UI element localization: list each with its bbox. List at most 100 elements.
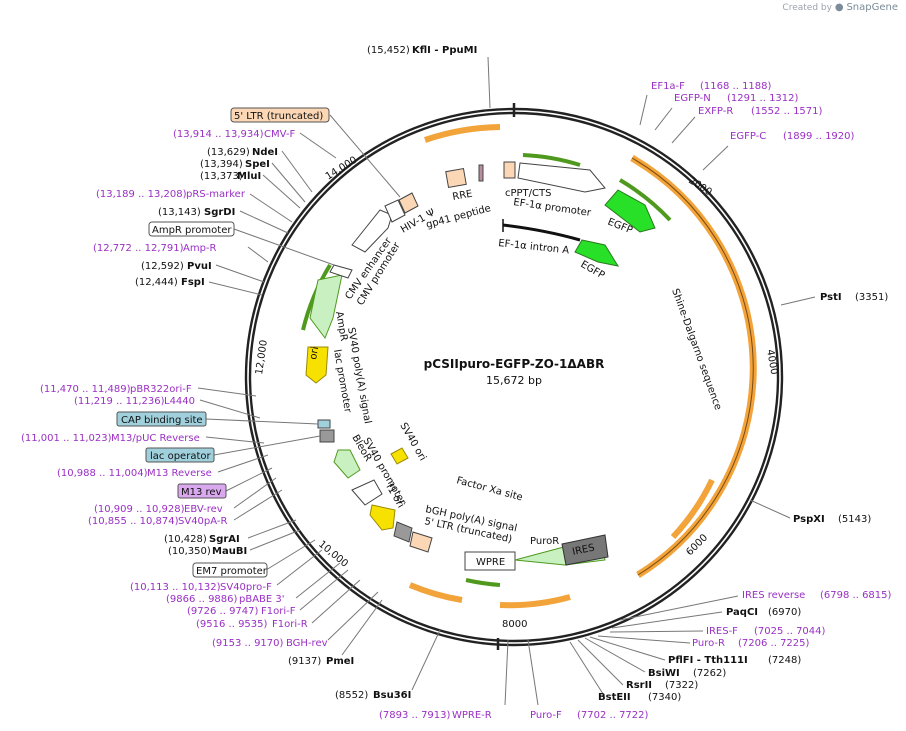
feature-label-cppt: cPPT/CTS	[505, 188, 551, 199]
site-name-mlui: MluI	[237, 171, 261, 182]
site-pos-puror: (7206 .. 7225)	[738, 638, 810, 649]
leader-l4440	[199, 399, 261, 419]
leader-paqci	[611, 611, 723, 629]
site-name-iresf: IRES-F	[706, 626, 738, 637]
leader-psti	[780, 296, 816, 306]
leader-ampr	[247, 246, 269, 263]
plasmid-size: 15,672 bp	[486, 374, 542, 387]
leader-sgrai	[247, 519, 297, 539]
site-pos-sv40prof: (10,113 .. 10,132)	[130, 582, 221, 593]
label-lac-operator: lac operator	[150, 451, 211, 462]
site-pos-l4440: (11,219 .. 11,236)	[74, 396, 165, 407]
lac-operator-box	[319, 429, 335, 443]
site-name-wprer: WPRE-R	[452, 710, 492, 721]
leader-m13puc	[205, 436, 265, 444]
leader-m13rev	[225, 467, 273, 492]
snapgene-branding: Created by ● SnapGene	[782, 2, 898, 13]
leader-rsrii	[577, 639, 624, 686]
site-name-ampr: Amp-R	[183, 243, 217, 254]
site-pos-pbabe: (9866 .. 9886)	[166, 594, 238, 605]
leader-ef1af	[639, 94, 648, 126]
orf-arc-bottom-left	[408, 582, 463, 603]
leader-sgrdi	[239, 210, 289, 234]
site-name-pflfi: PflFI - Tth111I	[668, 655, 748, 666]
site-name-f1orir: F1ori-R	[272, 619, 308, 630]
leader-iresrev	[619, 595, 739, 621]
site-pos-m13puc: (11,001 .. 11,023)	[21, 433, 112, 444]
leader-pspxi	[749, 499, 791, 519]
site-name-maubi: MauBI	[212, 546, 247, 557]
site-pos-bsiwi: (7262)	[693, 668, 726, 679]
site-name-bsiwi: BsiWI	[648, 668, 680, 679]
bleor-arrow	[333, 449, 361, 479]
site-pos-bsu36i: (8552)	[335, 690, 368, 701]
feature-label-puror: PuroR	[530, 536, 559, 547]
leader-pflfi	[589, 636, 666, 661]
site-pos-iresrev: (6798 .. 6815)	[820, 590, 892, 601]
leader-ndei	[281, 150, 313, 193]
leader-maubi	[249, 529, 301, 551]
orf-arcs	[408, 124, 757, 609]
site-name-sv40prof: SV40pro-F	[220, 582, 272, 593]
leader-fspi	[208, 281, 263, 296]
leader-f1orir	[311, 579, 361, 624]
site-pos-egfpn: (1291 .. 1312)	[727, 93, 799, 104]
site-pos-f1orif: (9726 .. 9747)	[187, 606, 259, 617]
site-name-sgrai: SgrAI	[209, 534, 240, 545]
label-m13-rev: M13 rev	[181, 487, 222, 498]
leader-sv40prof	[276, 549, 323, 586]
ires-box	[561, 534, 609, 566]
green-arc-egfp2	[618, 178, 672, 222]
wpre-box	[464, 551, 516, 571]
leader-kfli	[487, 56, 491, 109]
green-orf-arcs	[301, 153, 672, 587]
site-pos-pmei: (9137)	[288, 656, 321, 667]
site-pos-sv40par: (10,855 .. 10,874)	[88, 516, 179, 527]
site-pos-pflfi: (7248)	[768, 655, 801, 666]
site-name-fspi: FspI	[181, 277, 205, 288]
sv40-ori-box	[390, 447, 409, 465]
site-name-spei: SpeI	[245, 159, 270, 170]
site-name-paqci: PaqCI	[726, 607, 758, 618]
leader-pbr322	[197, 387, 257, 397]
cmv-enhancer-arrow	[351, 209, 393, 253]
leader-amprprom	[233, 228, 335, 266]
green-arc-puro	[465, 578, 501, 587]
site-name-iresrev: IRES reverse	[742, 590, 805, 601]
label-cap-binding: CAP binding site	[121, 415, 203, 426]
leader-egfpn	[654, 107, 673, 131]
site-pos-pspxi: (5143)	[838, 514, 871, 525]
site-pos-wprer: (7893 .. 7913)	[379, 710, 451, 721]
site-pos-f1orir: (9516 .. 9535)	[196, 619, 268, 630]
box-5-ltr	[230, 107, 330, 123]
leader-ltr5	[329, 114, 401, 198]
site-pos-ndei: (13,629)	[207, 147, 250, 158]
site-name-ndei: NdeI	[252, 147, 278, 158]
bgh-box	[393, 521, 413, 543]
site-name-bghrev: BGH-rev	[286, 638, 328, 649]
leader-lacop	[213, 435, 321, 456]
leader-mlui	[262, 174, 301, 209]
site-pos-sgrdi: (13,143)	[158, 207, 201, 218]
ltr-box-bottom	[409, 531, 433, 553]
tick-label-8000: 8000	[502, 619, 527, 630]
site-pos-bsteii: (7340)	[648, 692, 681, 703]
site-name-m13puc: M13/pUC Reverse	[111, 433, 200, 444]
site-pos-iresf: (7025 .. 7044)	[754, 626, 826, 637]
orf-arc-large-core	[631, 157, 754, 576]
cppt-box	[503, 161, 516, 179]
site-name-cmvf: CMV-F	[264, 129, 295, 140]
sv40-promoter-arrow	[351, 479, 383, 506]
site-name-bsu36i: Bsu36I	[373, 690, 411, 701]
site-labels: (15,452) KflI - PpuMI EF1a-F (1168 .. 11…	[21, 45, 892, 721]
site-pos-cmvf: (13,914 .. 13,934)	[173, 129, 264, 140]
site-name-puror: Puro-R	[692, 638, 725, 649]
green-arc-ampr	[301, 263, 332, 331]
label-em7-promoter: EM7 promoter	[196, 566, 268, 577]
leader-exfpr	[671, 116, 696, 144]
box-cap-binding	[116, 411, 207, 427]
leader-em7	[265, 539, 316, 571]
feature-label-lac-promoter: lac promoter	[331, 349, 353, 415]
site-name-egfpc: EGFP-C	[730, 131, 766, 142]
